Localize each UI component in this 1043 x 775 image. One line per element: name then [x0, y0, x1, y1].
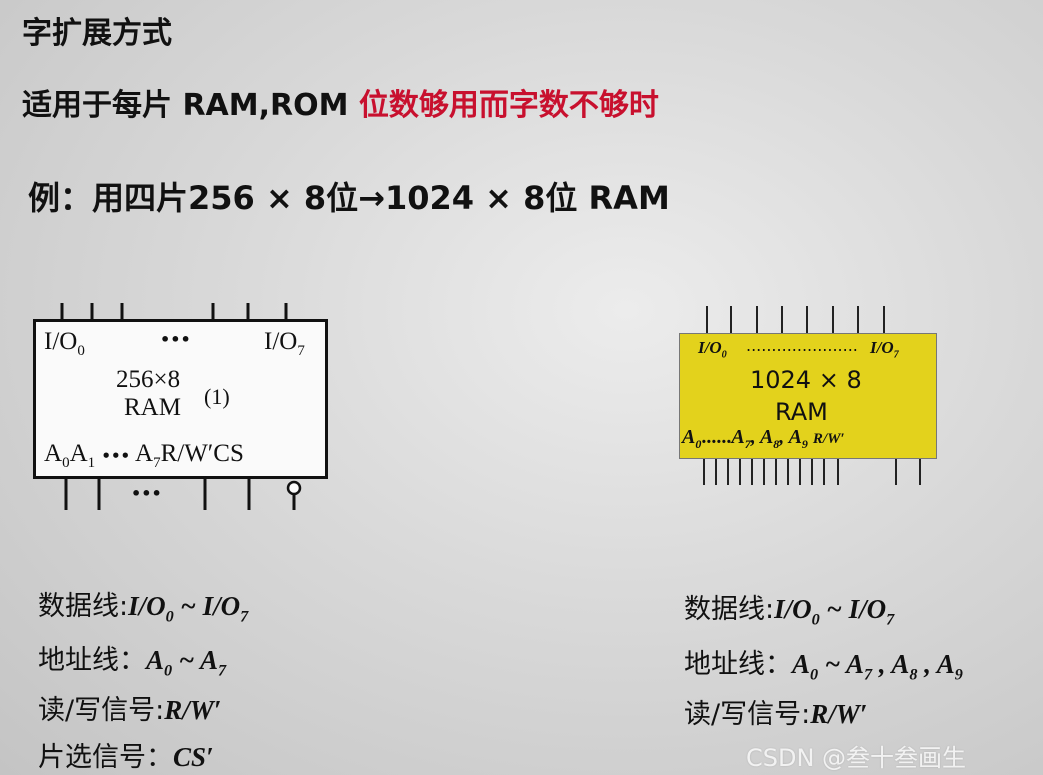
chip-io-dots: ...................... [746, 336, 858, 355]
io-value: ~ I/O [173, 591, 241, 621]
io-sub: 0 [165, 607, 174, 626]
rw-pin-label: R/W′ [812, 431, 845, 447]
watermark: CSDN @叁十叁画生 [746, 744, 967, 772]
io-sub: 7 [886, 610, 895, 629]
address-lines-label: 地址线： [684, 649, 792, 680]
right-rw-signal: 读/写信号:R/W′ [684, 692, 867, 731]
chip-addr-row: A0A1 ••• A7R/W′CS [44, 440, 244, 472]
addr-value: , A [917, 649, 955, 679]
subtitle-prefix: 适用于每片 RAM,ROM [22, 88, 359, 123]
addr-dots: ••• [101, 447, 131, 465]
cs-pin-label: CS [213, 440, 244, 467]
addr-a1: A [69, 440, 88, 467]
cs-label: 片选信号： [38, 742, 173, 773]
addr-value: A [792, 649, 811, 679]
io-sub: 7 [240, 607, 249, 626]
chip-size: 1024 × 8 [750, 366, 862, 394]
addr-value: A [146, 645, 165, 675]
chip-io-first: I/O0 [698, 338, 727, 360]
addr-sub: 9 [954, 665, 963, 684]
addr-sub: 0 [62, 455, 70, 471]
chip-io-last: I/O7 [870, 338, 899, 360]
io-sub: 0 [811, 610, 820, 629]
left-data-lines: 数据线:I/O0 ~ I/O7 [38, 584, 248, 626]
addr-value: ~ A [172, 645, 219, 675]
data-lines-label: 数据线: [684, 594, 775, 625]
page-title: 字扩展方式 [22, 16, 172, 51]
ram-chip-256x8: I/O0 ••• I/O7 256×8 RAM (1) A0A1 ••• A7R… [33, 319, 328, 479]
io-value: I/O [128, 591, 166, 621]
addr-a7: A [731, 426, 745, 448]
ram-chip-1024x8: I/O0 ...................... I/O7 1024 × … [679, 333, 937, 459]
io-sub: 7 [297, 343, 305, 359]
address-lines-label: 地址线： [38, 645, 146, 676]
addr-sub: 1 [87, 455, 96, 471]
addr-sub: 8 [773, 437, 780, 451]
io-value: ~ I/O [819, 594, 887, 624]
example-line: 例：用四片256 × 8位→1024 × 8位 RAM [28, 179, 670, 217]
subtitle: 适用于每片 RAM,ROM 位数够用而字数不够时 [22, 80, 659, 124]
addr-a7: A [135, 440, 154, 467]
addr-sub: 8 [909, 665, 918, 684]
left-rw-signal: 读/写信号:R/W′ [38, 688, 221, 727]
io-sub: 0 [721, 349, 727, 361]
chip-index: (1) [204, 384, 230, 409]
addr-a8: A [759, 426, 774, 448]
rw-label: 读/写信号: [684, 699, 811, 730]
addr-sub: 0 [695, 437, 702, 451]
chip-addr-row: A0......A7, A8, A9 R/W′ [682, 426, 845, 451]
rw-value: R/W′ [164, 695, 222, 725]
chip-io-dots: ••• [160, 330, 191, 349]
cs-value: CS′ [173, 742, 214, 772]
addr-sub: 9 [801, 437, 808, 451]
left-address-lines: 地址线：A0 ~ A7 [38, 638, 226, 680]
io-sub: 0 [77, 343, 85, 359]
chip-type: RAM [124, 394, 181, 421]
rw-pin-label: R/W′ [160, 440, 214, 467]
addr-dots: ...... [701, 426, 732, 448]
addr-sub: 0 [810, 665, 819, 684]
addr-a0: A [44, 440, 63, 467]
chip-io-last: I/O7 [264, 328, 305, 360]
io-label: I/O [264, 328, 298, 355]
right-address-lines: 地址线：A0 ~ A7 , A8 , A9 [684, 642, 963, 684]
bottom-pin-dots: ••• [131, 484, 162, 503]
addr-value: ~ A [818, 649, 865, 679]
cs-bubble [286, 480, 302, 496]
addr-a9: A [788, 426, 802, 448]
chip-size: 256×8 [116, 366, 181, 393]
addr-sub: 7 [218, 661, 227, 680]
addr-sub: 0 [164, 661, 173, 680]
addr-sub: 7 [153, 455, 161, 471]
chip-type: RAM [775, 398, 828, 426]
io-value: I/O [774, 594, 812, 624]
subtitle-highlight: 位数够用而字数不够时 [358, 88, 659, 123]
io-label: I/O [44, 328, 78, 355]
chip-io-first: I/O0 [44, 328, 85, 360]
io-label: I/O [698, 338, 722, 357]
io-sub: 7 [893, 349, 899, 361]
addr-a0: A [682, 426, 696, 448]
data-lines-label: 数据线: [38, 591, 129, 622]
left-cs-signal: 片选信号：CS′ [38, 735, 214, 774]
right-data-lines: 数据线:I/O0 ~ I/O7 [684, 587, 894, 629]
rw-label: 读/写信号: [38, 695, 165, 726]
io-label: I/O [870, 338, 894, 357]
addr-sub: 7 [744, 437, 751, 451]
addr-value: , A [872, 649, 910, 679]
rw-value: R/W′ [810, 699, 868, 729]
addr-sub: 7 [864, 665, 873, 684]
